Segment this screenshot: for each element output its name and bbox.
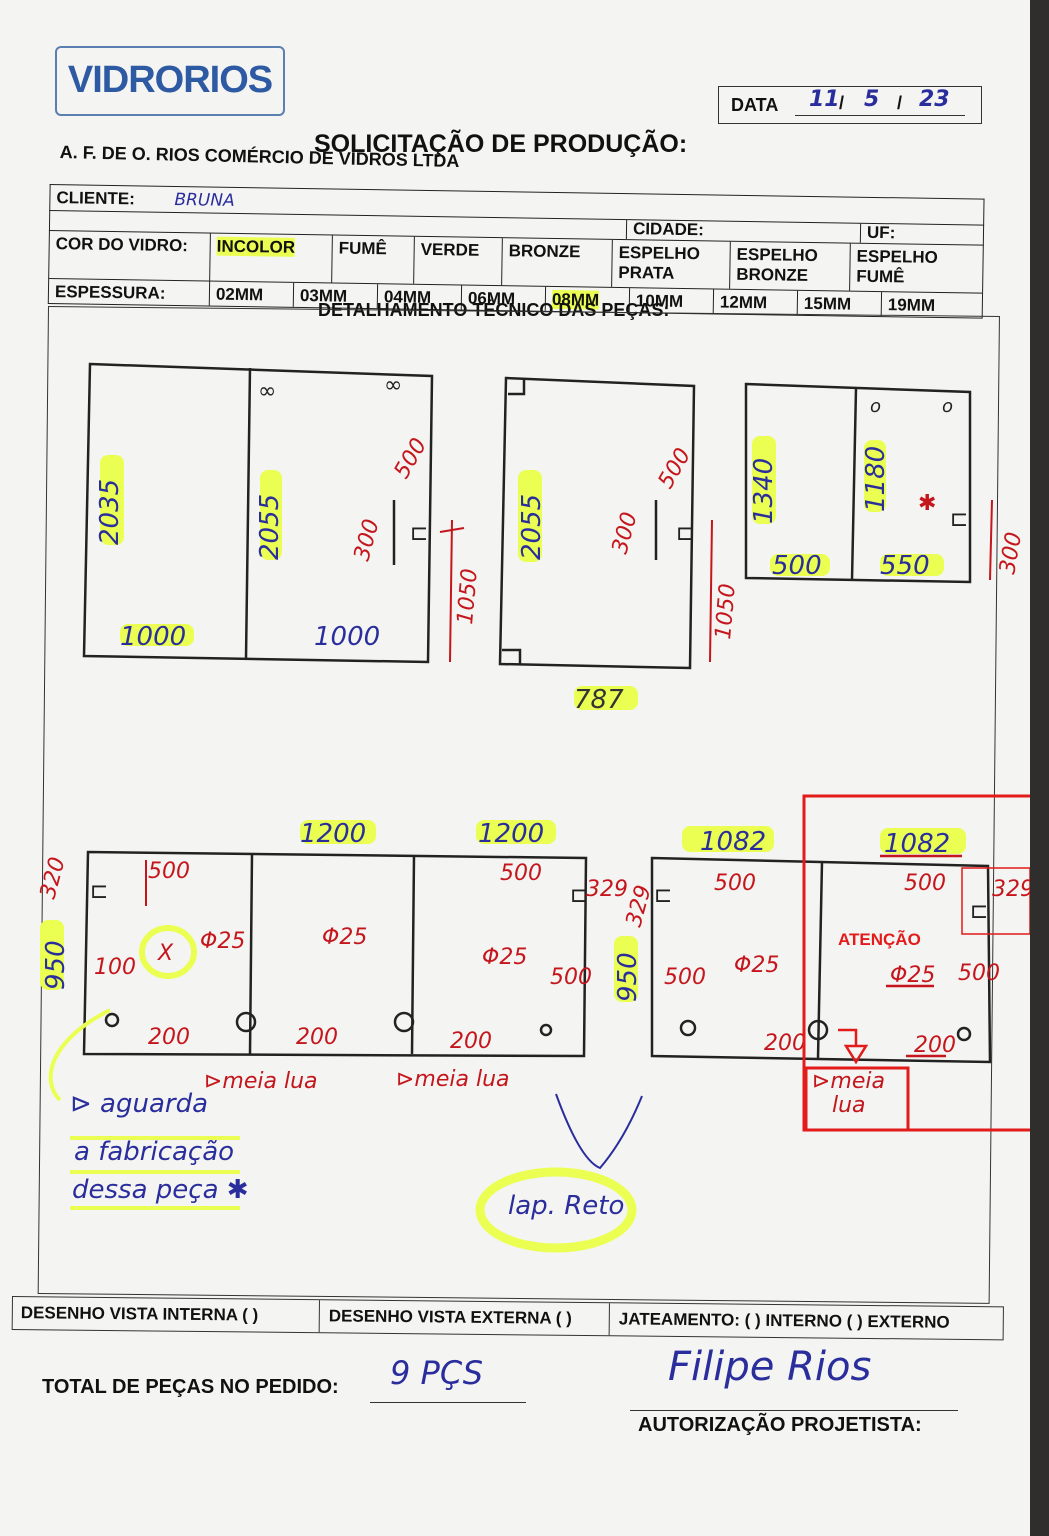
svg-text:1180: 1180 xyxy=(861,446,891,512)
svg-text:100: 100 xyxy=(94,955,136,980)
authorization-label: AUTORIZAÇÃO PROJETISTA: xyxy=(638,1414,922,1436)
svg-text:⊏: ⊏ xyxy=(676,521,694,546)
svg-text:⊏: ⊏ xyxy=(90,879,108,904)
svg-text:787: 787 xyxy=(574,685,624,715)
svg-text:320: 320 xyxy=(36,855,71,902)
svg-text:dessa peça ✱: dessa peça ✱ xyxy=(72,1175,249,1205)
form-title: SOLICITAÇÃO DE PRODUÇÃO: xyxy=(314,130,688,158)
svg-text:200: 200 xyxy=(914,1033,956,1058)
svg-text:✱: ✱ xyxy=(918,491,936,516)
svg-text:500: 500 xyxy=(654,444,697,493)
svg-text:1200: 1200 xyxy=(300,819,366,849)
svg-text:1050: 1050 xyxy=(453,568,483,626)
svg-text:a fabricação: a fabricação xyxy=(74,1137,234,1167)
svg-text:500: 500 xyxy=(550,965,592,990)
svg-text:500: 500 xyxy=(500,861,542,886)
svg-text:500: 500 xyxy=(958,961,1000,986)
footer-jateamento: JATEAMENTO: ( ) INTERNO ( ) EXTERNO xyxy=(618,1309,950,1332)
svg-text:1082: 1082 xyxy=(884,829,950,859)
svg-text:⊏: ⊏ xyxy=(570,883,588,908)
svg-text:1082: 1082 xyxy=(700,827,766,857)
svg-text:2035: 2035 xyxy=(95,479,125,545)
signature: Filipe Rios xyxy=(668,1344,872,1390)
svg-text:500: 500 xyxy=(390,434,433,483)
drawing-2-panel: 2055 300 ⊏ 1050 500 787 xyxy=(498,376,741,715)
attention-markup xyxy=(802,794,1030,1132)
drawing-3-doors: o o 1340 1180 500 550 ⊏ ✱ 300 xyxy=(744,382,1027,584)
svg-text:200: 200 xyxy=(148,1025,190,1050)
svg-text:⊏: ⊏ xyxy=(950,507,968,532)
svg-text:300: 300 xyxy=(608,510,643,557)
footer-externa: DESENHO VISTA EXTERNA ( ) xyxy=(328,1306,572,1328)
svg-text:1050: 1050 xyxy=(711,583,741,641)
svg-text:500: 500 xyxy=(714,871,756,896)
svg-text:lua: lua xyxy=(832,1093,866,1118)
svg-text:329: 329 xyxy=(992,877,1030,902)
svg-text:⊳meia lua: ⊳meia lua xyxy=(204,1069,318,1094)
svg-text:500: 500 xyxy=(664,965,706,990)
drawing-4-three-panels: 1200 1200 950 320 ⊏ 500 X Φ25 Φ25 Φ25 10… xyxy=(36,819,628,1058)
svg-text:500: 500 xyxy=(904,871,946,896)
svg-text:200: 200 xyxy=(450,1029,492,1054)
svg-text:⊳ aguarda: ⊳ aguarda xyxy=(70,1089,208,1119)
svg-text:⊳meia: ⊳meia xyxy=(812,1069,885,1094)
section-title: DETALHAMENTO TÉCNICO DAS PEÇAS: xyxy=(318,300,670,320)
svg-text:950: 950 xyxy=(41,940,71,990)
svg-text:300: 300 xyxy=(350,517,385,564)
svg-text:550: 550 xyxy=(880,551,930,581)
svg-text:⊏: ⊏ xyxy=(970,899,988,924)
svg-text:Φ25: Φ25 xyxy=(734,953,779,978)
svg-text:Φ25: Φ25 xyxy=(890,963,935,988)
svg-text:lap. Reto: lap. Reto xyxy=(508,1191,624,1221)
svg-text:2055: 2055 xyxy=(255,494,285,560)
svg-text:500: 500 xyxy=(772,551,822,581)
svg-text:329: 329 xyxy=(586,877,628,902)
svg-text:X: X xyxy=(157,941,174,966)
svg-text:500: 500 xyxy=(148,859,190,884)
atencao-label: ATENÇÃO xyxy=(838,930,921,949)
footer-interna: DESENHO VISTA INTERNA ( ) xyxy=(20,1303,259,1325)
svg-text:300: 300 xyxy=(995,530,1027,576)
date-label: DATA xyxy=(731,95,779,115)
date-month: 5 xyxy=(864,87,880,112)
drawing-1-door: ∞ ∞ 2035 2055 1000 1000 300 ⊏ 1050 500 xyxy=(82,362,483,664)
svg-text:Φ25: Φ25 xyxy=(200,929,245,954)
svg-text:o: o xyxy=(870,396,881,417)
svg-text:∞: ∞ xyxy=(384,373,402,398)
footer-box: DESENHO VISTA INTERNA ( ) DESENHO VISTA … xyxy=(11,1296,1004,1341)
svg-text:1200: 1200 xyxy=(478,819,544,849)
svg-text:o: o xyxy=(942,396,953,417)
svg-text:200: 200 xyxy=(296,1025,338,1050)
svg-text:1000: 1000 xyxy=(120,622,186,652)
company-logo: VIDRORIOS xyxy=(55,46,285,116)
svg-text:Φ25: Φ25 xyxy=(322,925,367,950)
svg-text:1000: 1000 xyxy=(314,622,380,652)
total-label: TOTAL DE PEÇAS NO PEDIDO: xyxy=(42,1376,339,1398)
svg-text:⊏: ⊏ xyxy=(410,521,428,546)
drawing-5-two-panels: 1082 1082 950 ⊏ 329 500 Φ25 500 200 500 … xyxy=(613,826,1030,1064)
date-day: 11 xyxy=(809,87,840,112)
svg-text:∞: ∞ xyxy=(258,379,276,404)
svg-text:1340: 1340 xyxy=(749,458,779,524)
svg-text:950: 950 xyxy=(613,952,643,1002)
handwritten-notes: ⊳meia lua ⊳meia lua ⊳meia lua ⊳ aguarda … xyxy=(48,1008,885,1253)
total-value: 9 PÇS xyxy=(390,1354,484,1392)
svg-text:Φ25: Φ25 xyxy=(482,945,527,970)
svg-text:200: 200 xyxy=(764,1031,806,1056)
date-box: DATA 11 / 5 / 23 xyxy=(718,86,982,124)
date-year: 23 xyxy=(919,87,950,112)
svg-text:⊳meia lua: ⊳meia lua xyxy=(396,1067,510,1092)
svg-text:⊏: ⊏ xyxy=(654,883,672,908)
technical-drawings: .ln { stroke:#222; stroke-width:2.5; fil… xyxy=(36,362,1030,1253)
svg-text:2055: 2055 xyxy=(517,494,547,560)
